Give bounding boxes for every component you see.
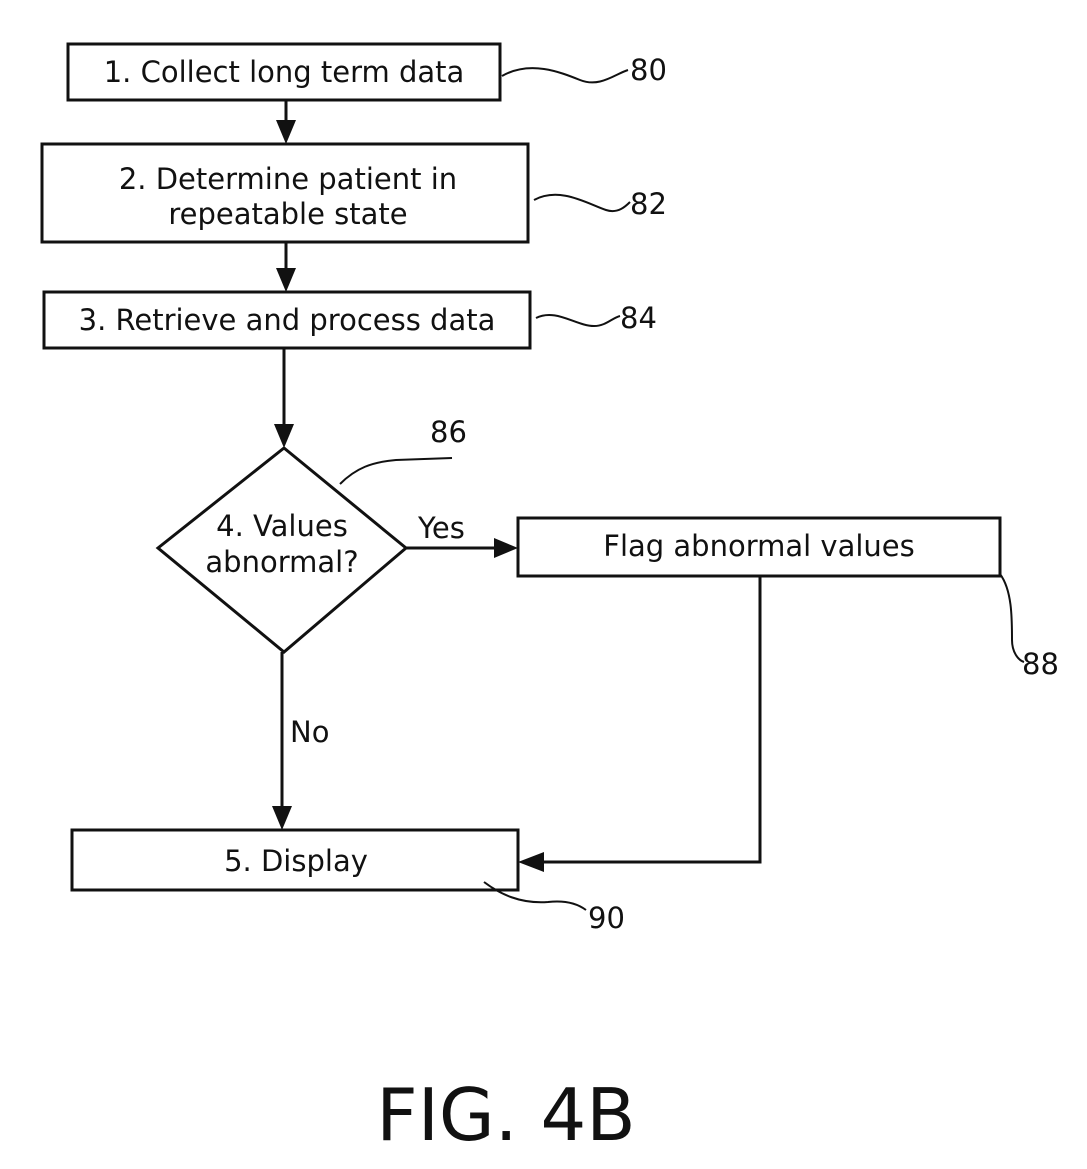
ref-80-leader: [502, 68, 628, 82]
ref-82: 82: [630, 187, 667, 221]
yes-branch-label: Yes: [417, 511, 465, 545]
figure-label: FIG. 4B: [376, 1073, 635, 1157]
step-2-label-line1: 2. Determine patient in: [119, 162, 457, 196]
ref-84: 84: [620, 301, 657, 335]
display-node: 5. Display: [72, 830, 518, 890]
step-3-label: 3. Retrieve and process data: [79, 303, 496, 337]
no-arrow-head: [272, 806, 292, 830]
arrow-1-2-head: [276, 120, 296, 144]
ref-86: 86: [430, 415, 467, 449]
arrow-3-4-head: [274, 424, 294, 448]
flag-label: Flag abnormal values: [603, 529, 914, 563]
display-label: 5. Display: [224, 844, 368, 878]
decision-node: 4. Values abnormal?: [158, 448, 406, 652]
step-1-node: 1. Collect long term data: [68, 44, 500, 100]
ref-88-leader: [1000, 574, 1024, 662]
flag-to-display-line: [540, 576, 760, 862]
yes-arrow-head: [494, 538, 518, 558]
ref-90: 90: [588, 901, 625, 935]
ref-80: 80: [630, 53, 667, 87]
step-2-label-line2: repeatable state: [168, 197, 407, 231]
arrow-2-3-head: [276, 268, 296, 292]
flag-node: Flag abnormal values: [518, 518, 1000, 576]
decision-label-line2: abnormal?: [205, 545, 358, 579]
step-1-label: 1. Collect long term data: [104, 55, 465, 89]
ref-86-leader: [340, 458, 452, 484]
ref-84-leader: [536, 315, 620, 326]
flag-to-display-head: [518, 852, 544, 872]
step-2-node: 2. Determine patient in repeatable state: [42, 144, 528, 242]
decision-label-line1: 4. Values: [216, 509, 348, 543]
ref-88: 88: [1022, 647, 1059, 681]
no-branch-label: No: [290, 715, 329, 749]
ref-82-leader: [534, 195, 630, 211]
step-3-node: 3. Retrieve and process data: [44, 292, 530, 348]
